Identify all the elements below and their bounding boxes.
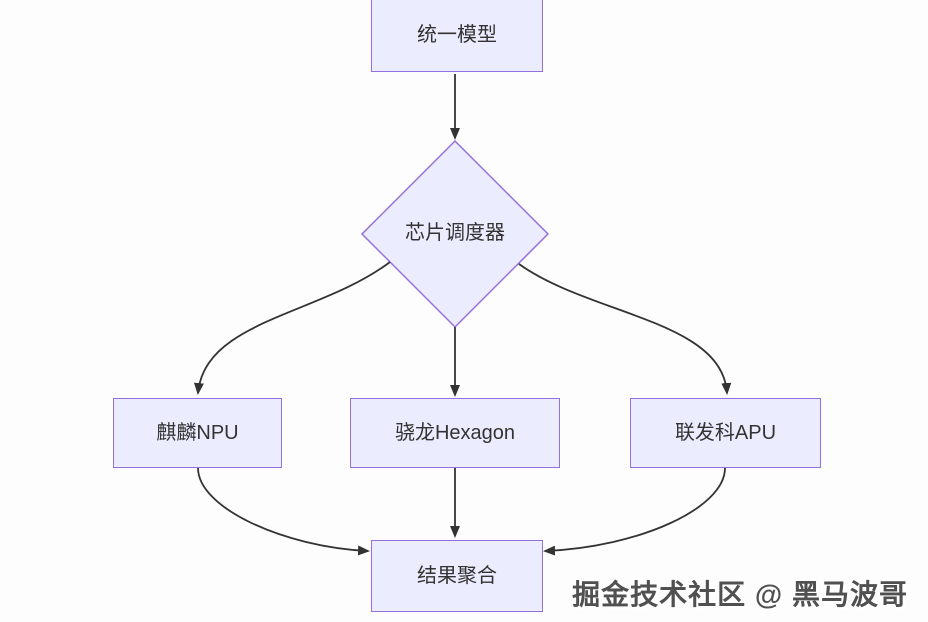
edge-mediatek-to-result [543, 467, 726, 556]
edge-scheduler-to-kirin [193, 261, 391, 395]
watermark-text: 掘金技术社区 @ 黑马波哥 [572, 579, 908, 610]
node-kirin-npu-label: 麒麟NPU [156, 422, 239, 444]
node-snapdragon-hexagon-label: 骁龙Hexagon [394, 422, 516, 444]
node-unified-model-label: 统一模型 [417, 23, 497, 46]
edge-kirin-to-result [197, 467, 370, 556]
node-mediatek-apu-label: 联发科APU [674, 422, 777, 444]
node-mediatek-apu: 联发科APU [630, 398, 821, 468]
edge-scheduler-to-mediatek [518, 263, 732, 395]
node-chip-scheduler-label: 芯片调度器 [405, 222, 505, 244]
node-unified-model: 统一模型 [371, 0, 543, 72]
node-result-aggregation-label: 结果聚合 [417, 565, 497, 587]
node-result-aggregation: 结果聚合 [371, 540, 543, 612]
node-kirin-npu: 麒麟NPU [113, 398, 282, 468]
node-snapdragon-hexagon: 骁龙Hexagon [350, 398, 560, 468]
